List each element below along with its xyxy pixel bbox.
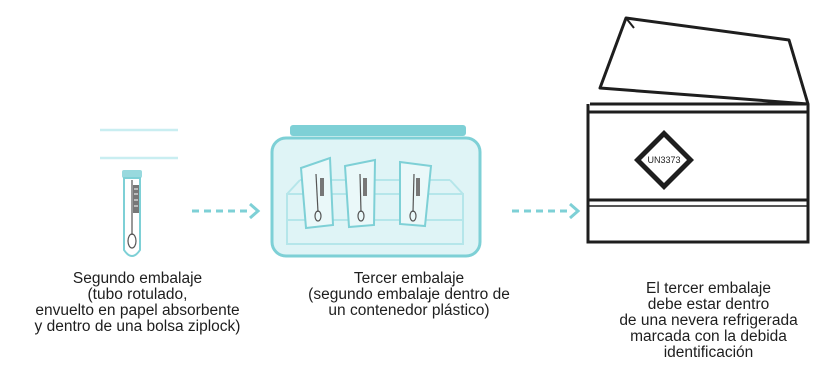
step-caption: Segundo embalaje (tubo rotulado, envuelt… bbox=[0, 271, 275, 335]
sample-tube-icon bbox=[122, 170, 142, 257]
bagged-tube-icon bbox=[399, 160, 433, 228]
caption-line: identificación bbox=[663, 344, 754, 361]
caption-line: y dentro de una bolsa ziplock) bbox=[34, 318, 241, 335]
step-caption: Tercer embalaje (segundo embalaje dentro… bbox=[270, 271, 548, 319]
bagged-tube-icon bbox=[299, 156, 335, 230]
arrow-icon bbox=[192, 202, 261, 220]
caption-line: El tercer embalaje bbox=[646, 280, 771, 297]
tertiary-container-illustration bbox=[270, 125, 482, 258]
caption-line: un contenedor plástico) bbox=[328, 302, 490, 319]
step-caption: El tercer embalaje debe estar dentro de … bbox=[590, 281, 827, 361]
caption-line: marcada con la debida bbox=[630, 328, 787, 345]
caption-line: Tercer embalaje bbox=[353, 270, 465, 287]
un3373-label-icon: UN3373 bbox=[634, 130, 694, 190]
caption-line: (segundo embalaje dentro de bbox=[308, 286, 510, 303]
cooler-box-illustration: UN3373 bbox=[586, 16, 810, 244]
caption-line: (tubo rotulado, bbox=[87, 286, 188, 303]
arrow-icon bbox=[512, 202, 581, 220]
un-code-label: UN3373 bbox=[647, 155, 680, 165]
secondary-packaging-illustration bbox=[100, 128, 178, 257]
bagged-tube-icon bbox=[343, 158, 377, 229]
caption-line: Segundo embalaje bbox=[72, 270, 203, 287]
caption-line: envuelto en papel absorbente bbox=[35, 302, 240, 319]
caption-line: de una nevera refrigerada bbox=[619, 312, 798, 329]
caption-line: debe estar dentro bbox=[647, 296, 770, 313]
